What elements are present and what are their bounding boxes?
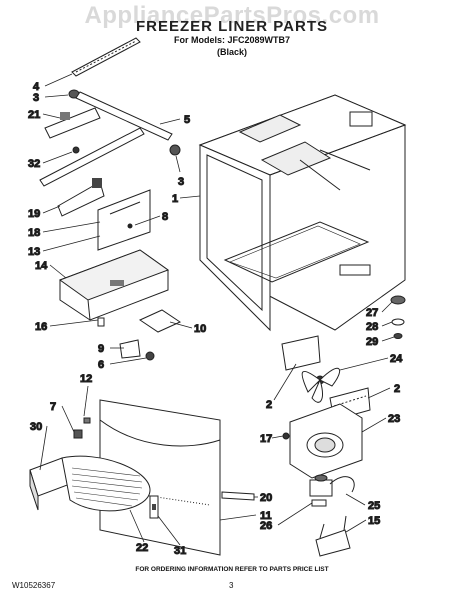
callout: 18: [28, 227, 40, 239]
rail-part: [71, 37, 141, 77]
callout: 7: [50, 401, 56, 413]
rod-part: [75, 91, 173, 141]
callout: 2: [266, 399, 272, 411]
gear-part: [169, 144, 181, 156]
cover-part: [58, 249, 170, 321]
clip-part: [97, 317, 105, 327]
callout: 30: [30, 421, 42, 433]
callout: 15: [368, 515, 380, 527]
small-clip-part: [73, 417, 91, 439]
motor-mount: [315, 515, 351, 557]
callout: 22: [136, 542, 148, 554]
pad-part: [138, 309, 182, 333]
leader-lines: [39, 73, 395, 546]
vent-grille: [61, 455, 151, 512]
callout: 1: [172, 193, 178, 205]
slide-rail-part: [39, 127, 145, 217]
callout: 8: [162, 211, 168, 223]
fan-bracket: [289, 403, 363, 479]
callout: 29: [366, 336, 378, 348]
freezer-liner: [198, 94, 407, 332]
callout: 2: [394, 383, 400, 395]
callout: 5: [184, 114, 190, 126]
callout: 3: [33, 92, 39, 104]
callout: 25: [368, 500, 380, 512]
bracket-part: [44, 107, 101, 139]
callout: 27: [366, 307, 378, 319]
ordering-note: FOR ORDERING INFORMATION REFER TO PARTS …: [135, 566, 329, 573]
diagram-title: FREEZER LINER PARTS: [135, 18, 329, 35]
callout: 32: [28, 158, 40, 170]
rear-panel: [99, 399, 221, 556]
screw-part: [72, 146, 80, 154]
callout: 11: [260, 510, 272, 522]
callout: 23: [388, 413, 400, 425]
callout: 3: [178, 176, 184, 188]
color-line: (Black): [216, 47, 247, 57]
callout: 9: [98, 343, 104, 355]
mounting-plate-part: [97, 189, 151, 251]
page-number: 3: [229, 581, 234, 590]
models-line: For Models: JFC2089WTB7: [173, 35, 291, 45]
bracket-screw: [282, 432, 290, 440]
document-number: W10526367: [12, 581, 56, 590]
callout: 21: [28, 109, 40, 121]
fan-motor: [309, 474, 355, 507]
callout: 24: [390, 353, 403, 365]
washer-stack: [390, 295, 406, 339]
callout: 28: [366, 321, 378, 333]
latch-part: [149, 495, 159, 519]
strip-part: [221, 491, 255, 501]
callout: 17: [260, 433, 272, 445]
callout: 20: [260, 492, 272, 504]
callout: 14: [35, 260, 48, 272]
callout: 12: [80, 373, 92, 385]
callout: 4: [33, 81, 40, 93]
callout: 26: [260, 520, 272, 532]
callout: 16: [35, 321, 47, 333]
callout: 13: [28, 246, 40, 258]
callout: 6: [98, 359, 104, 371]
callout: 31: [174, 545, 186, 557]
grommet-part: [119, 339, 155, 361]
watermark: AppliancePartsPros.com: [84, 2, 380, 29]
callout: 10: [194, 323, 206, 335]
callout: 19: [28, 208, 40, 220]
fan-blade: [281, 335, 371, 421]
